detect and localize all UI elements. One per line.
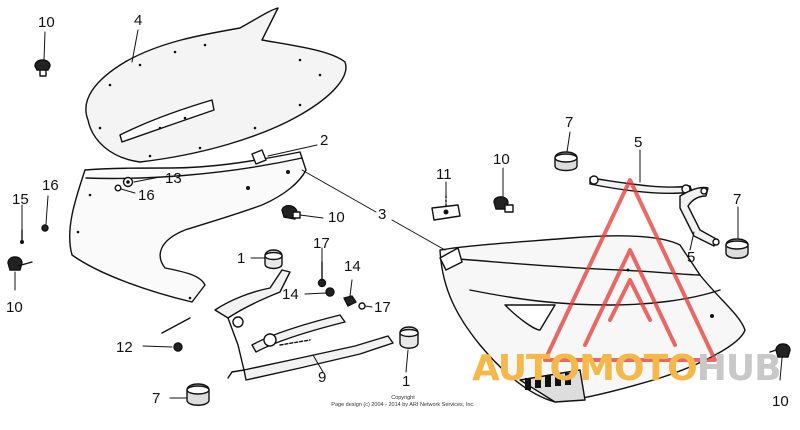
grommet-13 [114,176,134,192]
callout-10-topleft: 10 [38,14,55,31]
callout-17-right: 17 [374,299,391,316]
watermark-logo-icon [543,178,717,362]
callout-10-mid: 10 [328,209,345,226]
callout-7-bottom: 7 [152,390,161,407]
rubber-cap-1-bottom [399,326,419,349]
rubber-cap-1-top [264,249,283,270]
bolt-15 [20,224,49,244]
watermark-auto: AUTO [472,348,580,389]
emblem-part-11 [431,195,461,221]
callout-11: 11 [436,166,452,183]
windscreen-part-4 [85,7,347,163]
callout-10-left: 10 [6,299,23,316]
callout-13: 13 [165,170,182,187]
callout-9: 9 [318,369,327,386]
watermark-moto: MOTO [579,348,698,389]
watermark-hub: HUB [696,348,782,389]
copyright-notice: Copyright Page design (c) 2004 - 2014 by… [318,395,488,409]
clip-part-2 [251,149,267,165]
stay-5-right [679,186,720,247]
callout-16-a: 16 [138,187,155,204]
callout-3: 3 [378,206,387,223]
nut-14-left [325,287,335,297]
callout-4: 4 [134,12,143,29]
callout-12: 12 [116,339,133,356]
screw-10-center [493,196,514,213]
copyright-line-1: Copyright [391,395,415,401]
nut-14-right [343,295,357,307]
callout-7-top: 7 [565,114,574,131]
callout-10-center: 10 [493,151,510,168]
watermark-text: AUTOMOTOHUB [472,348,782,389]
damper-7-top [554,151,578,172]
screw-10-bottomright [769,343,791,358]
callout-16-b: 16 [42,177,59,194]
damper-7-right [725,238,749,259]
callout-10-bottomright: 10 [772,393,789,410]
callout-5-right: 5 [687,249,696,266]
bracket-part-9 [214,269,394,381]
callout-7-right: 7 [733,191,742,208]
callout-1-top: 1 [237,250,246,267]
callout-14-left: 14 [282,286,299,303]
screw-10-mid [281,205,301,220]
callout-5-top: 5 [634,134,643,151]
callout-2: 2 [320,132,329,149]
screw-10-left [7,256,33,271]
upper-cowl-left [69,151,307,303]
screw-10-topleft [34,59,51,77]
stay-5-top [589,175,693,194]
bolt-17-right [358,302,366,310]
callout-14-right: 14 [344,258,361,275]
bolt-17-top [317,261,327,288]
copyright-line-2: Page design (c) 2004 - 2014 by ARI Netwo… [331,401,475,408]
bolt-12 [161,317,191,352]
callout-17-top: 17 [313,235,330,252]
leader-lines [14,29,783,399]
callout-1-bottom: 1 [402,373,411,390]
callout-15: 15 [12,191,29,208]
damper-7-bottom [186,383,210,406]
